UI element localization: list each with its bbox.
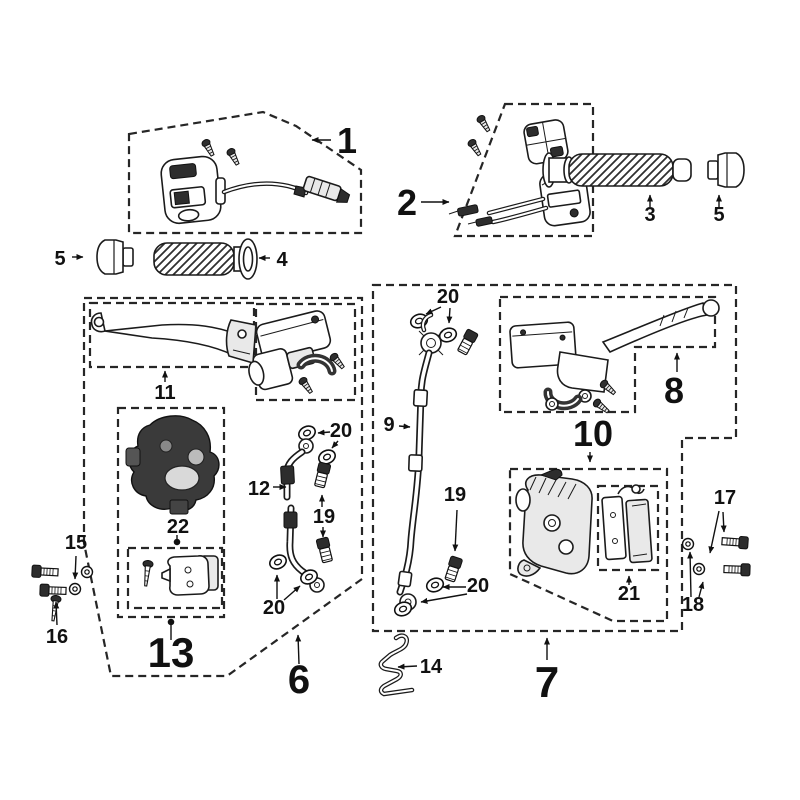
callout-20-right-bottom[interactable]: 20 <box>467 575 489 597</box>
part-12-hose-drawing <box>266 422 339 593</box>
part-11-drawing <box>90 312 257 365</box>
callout-3[interactable]: 3 <box>644 204 655 226</box>
callout-5-right[interactable]: 5 <box>713 204 724 226</box>
callout-20rt-leader1 <box>425 306 442 315</box>
callout-20-left-top[interactable]: 20 <box>330 420 352 442</box>
part-8-mc-lever-drawing <box>509 299 720 416</box>
part-5-left-drawing <box>96 239 134 275</box>
callout-20-right-top[interactable]: 20 <box>437 286 459 308</box>
callout-2[interactable]: 2 <box>397 182 417 223</box>
part-21-pads-drawing <box>601 484 653 564</box>
callout-5-left[interactable]: 5 <box>54 248 65 270</box>
part-3-drawing <box>542 152 692 188</box>
group-left-outline <box>82 296 364 678</box>
callout-10[interactable]: 10 <box>573 413 613 454</box>
callout-18-leader1 <box>687 551 694 598</box>
part-4-grip: 4 <box>153 238 288 280</box>
callout-1[interactable]: 1 <box>337 120 357 161</box>
callout-8[interactable]: 8 <box>664 370 684 411</box>
group-13-box <box>116 406 226 619</box>
part-caliper-box <box>508 467 669 623</box>
callout-20lt-leader2 <box>331 440 339 449</box>
callout-17-leader2 <box>708 510 720 554</box>
part-3-grip: 3 <box>542 152 692 226</box>
part-14: 14 <box>378 633 443 697</box>
part-17-18-drawing <box>681 534 751 577</box>
callout-18[interactable]: 18 <box>682 594 704 616</box>
callout-9[interactable]: 9 <box>383 414 394 436</box>
callout-15[interactable]: 15 <box>65 532 87 554</box>
part-4-drawing <box>153 238 258 280</box>
callout-21[interactable]: 21 <box>618 583 640 605</box>
callout-20lt-leader1 <box>317 429 331 436</box>
part-9-hose-drawing <box>391 311 480 619</box>
callout-19-right[interactable]: 19 <box>444 484 466 506</box>
callout-19r-leader <box>452 509 459 552</box>
callout-17-leader1 <box>720 511 727 533</box>
parts-15-16: 15 16 <box>31 532 94 648</box>
callout-19-left[interactable]: 19 <box>313 506 335 528</box>
callout-13[interactable]: 13 <box>148 629 195 676</box>
part-pump-drawing <box>125 415 220 515</box>
group-7: 8 10 20 9 19 <box>371 283 738 633</box>
callout-6-leader <box>295 634 302 665</box>
callout-20-left-bottom[interactable]: 20 <box>263 597 285 619</box>
callout-14-leader <box>397 663 418 670</box>
callout-17[interactable]: 17 <box>714 487 736 509</box>
callout-11[interactable]: 11 <box>154 382 175 404</box>
callout-4[interactable]: 4 <box>276 249 288 271</box>
group-1-outline <box>127 110 363 235</box>
part-22-kit-drawing <box>140 555 219 596</box>
part-5-left: 5 <box>54 239 134 275</box>
callout-20lb-leader2 <box>283 585 301 601</box>
callout-20rt-leader2 <box>446 307 453 324</box>
group-8-box <box>498 295 717 414</box>
part-14-drawing <box>378 633 415 697</box>
callout-20rb-leader2 <box>420 593 468 604</box>
part-1-switch-drawing <box>160 137 351 225</box>
callout-16[interactable]: 16 <box>46 626 68 648</box>
part-mc-rear-box <box>254 302 357 402</box>
callout-12[interactable]: 12 <box>248 478 270 500</box>
callout-6[interactable]: 6 <box>288 658 310 702</box>
group-2-outline <box>453 102 595 238</box>
group-left-assembly: 11 22 <box>82 296 364 678</box>
part-5-right-drawing <box>707 152 745 188</box>
parts-17-18: 17 18 <box>681 487 751 616</box>
callout-9-leader <box>398 423 411 430</box>
group-7-outline <box>371 283 738 633</box>
callout-15-leader <box>72 555 79 580</box>
group-1: 1 <box>127 110 363 235</box>
part-15-16-drawing <box>31 564 94 623</box>
callout-16-leader <box>53 601 60 626</box>
callout-18-leader2 <box>698 581 705 598</box>
callout-14[interactable]: 14 <box>420 656 443 678</box>
part-mc-rear-drawing <box>248 310 347 396</box>
part-5-right: 5 <box>707 152 745 226</box>
callout-22[interactable]: 22 <box>167 516 189 538</box>
part-caliper-drawing <box>515 468 593 577</box>
part-22-box <box>126 546 224 610</box>
callout-7[interactable]: 7 <box>535 658 559 707</box>
